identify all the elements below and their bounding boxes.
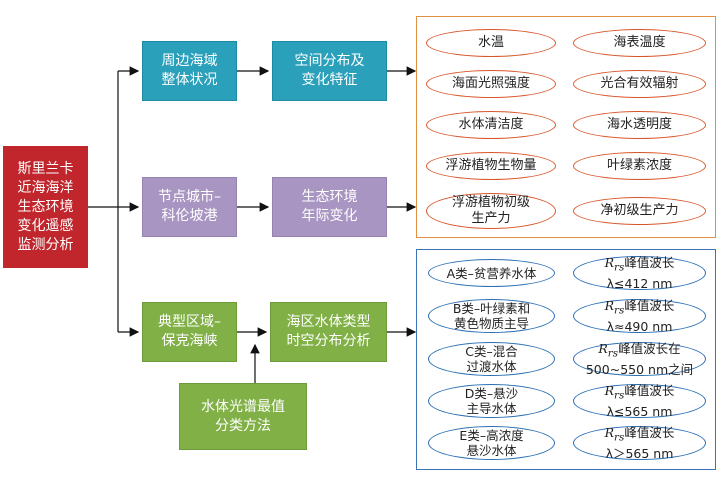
method-node-spectral-classification: 水体光谱最值 分类方法: [179, 383, 307, 450]
param-output-3: 海水透明度: [573, 111, 706, 139]
root-node: 斯里兰卡 近海海洋 生态环境 变化遥感 监测分析: [3, 146, 88, 268]
param-output-5: 净初级生产力: [573, 197, 706, 225]
analysis-node-spatial-distribution: 空间分布及 变化特征: [272, 41, 387, 101]
water-type-c: C类–混合 过渡水体: [428, 342, 555, 376]
region-node-palk-strait: 典型区域– 保克海峡: [142, 302, 237, 362]
analysis-node-interannual-change: 生态环境 年际变化: [272, 177, 387, 237]
region-node-colombo-port: 节点城市– 科伦坡港: [142, 177, 237, 237]
param-input-3: 水体清洁度: [426, 111, 556, 139]
region-node-surrounding-waters: 周边海域 整体状况: [142, 41, 237, 101]
param-input-5: 浮游植物初级 生产力: [426, 193, 556, 229]
water-type-d: D类–悬沙 主导水体: [428, 384, 555, 418]
analysis-node-water-type-distribution: 海区水体类型 时空分布分析: [270, 302, 387, 362]
param-input-4: 浮游植物生物量: [426, 152, 556, 180]
param-input-2: 海面光照强度: [426, 70, 556, 98]
water-type-a: A类–贫营养水体: [428, 259, 555, 287]
param-input-1: 水温: [426, 29, 556, 57]
param-output-1: 海表温度: [573, 29, 706, 57]
param-output-2: 光合有效辐射: [573, 70, 706, 98]
water-type-b: B类–叶绿素和 黄色物质主导: [428, 299, 555, 333]
water-type-e: E类–高浓度 悬沙水体: [428, 426, 555, 460]
param-output-4: 叶绿素浓度: [573, 152, 706, 180]
